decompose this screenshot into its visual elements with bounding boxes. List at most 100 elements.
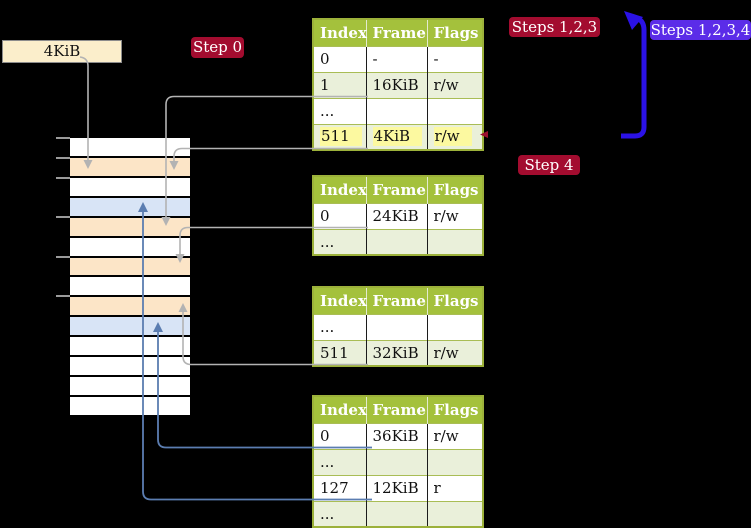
flags-cell: r: [426, 474, 483, 501]
table-row: ...: [313, 228, 483, 255]
step4-badge: Step 4: [518, 155, 580, 175]
memory-frame-row: [70, 355, 190, 376]
index-cell: ...: [313, 500, 366, 527]
table-row: 0 - -: [313, 45, 483, 72]
memory-frame-row: [70, 235, 190, 256]
memory-frame-row: [70, 394, 190, 415]
flags-cell: r/w: [426, 202, 483, 229]
table-header-row: Index Frame Flags: [313, 176, 483, 203]
col-header-index: Index: [313, 19, 367, 46]
index-cell: 1: [313, 71, 366, 98]
steps-123-badge: Steps 1,2,3: [509, 17, 600, 37]
frame-cell: [365, 500, 427, 527]
index-cell: 511: [313, 123, 366, 150]
flags-cell: r/w: [426, 422, 483, 449]
memory-tick: [56, 295, 70, 297]
flags-cell: r/w: [426, 71, 483, 98]
page-table-0: Index Frame Flags 0 - - 1 16KiB r/w ... …: [312, 18, 484, 151]
index-cell: 0: [313, 202, 366, 229]
memory-frame-row: [70, 295, 190, 316]
table-row: 0 24KiB r/w: [313, 202, 483, 229]
table-row: ...: [313, 500, 483, 527]
table-row-highlighted: 511 4KiB r/w: [313, 123, 483, 150]
table-row: 127 12KiB r: [313, 474, 483, 501]
memory-frame-row: [70, 195, 190, 216]
col-header-frame: Frame: [365, 19, 427, 46]
page-size-label: 4KiB: [2, 40, 122, 63]
page-table-1: Index Frame Flags 0 24KiB r/w ...: [312, 175, 484, 256]
arrowhead-up-left-icon: [624, 11, 643, 30]
col-header-flags: Flags: [426, 176, 483, 203]
memory-frame-row: [70, 315, 190, 336]
table-row: 0 36KiB r/w: [313, 422, 483, 449]
table-row: ...: [313, 448, 483, 475]
frame-cell: 4KiB: [365, 123, 427, 150]
index-cell: 127: [313, 474, 366, 501]
steps-flow-arrow-line: [621, 15, 647, 139]
memory-frame-row: [70, 275, 190, 296]
memory-tick: [56, 177, 70, 179]
table-row: ...: [313, 313, 483, 340]
memory-frame-row: [70, 215, 190, 236]
frame-cell: 16KiB: [365, 71, 427, 98]
index-cell: 0: [313, 422, 366, 449]
memory-frame-row: [70, 335, 190, 356]
table-row: 1 16KiB r/w: [313, 71, 483, 98]
flags-cell: [426, 500, 483, 527]
flags-cell: [426, 313, 483, 340]
memory-frame-row: [70, 375, 190, 395]
col-header-flags: Flags: [426, 19, 483, 46]
memory-frame-row: [70, 255, 190, 276]
table-header-row: Index Frame Flags: [313, 19, 483, 46]
frame-cell: 36KiB: [365, 422, 427, 449]
flags-cell: r/w: [426, 339, 483, 366]
memory-tick: [56, 216, 70, 218]
highlight-span: 4KiB: [372, 127, 423, 147]
memory-frame-row: [70, 138, 190, 156]
page-table-2: Index Frame Flags ... 511 32KiB r/w: [312, 286, 484, 367]
col-header-index: Index: [313, 176, 367, 203]
index-cell: ...: [313, 228, 366, 255]
col-header-frame: Frame: [365, 176, 427, 203]
flags-cell: [426, 448, 483, 475]
table-row: 511 32KiB r/w: [313, 339, 483, 366]
steps-flow-arrow: [621, 11, 647, 139]
flags-cell: r/w: [426, 123, 483, 150]
physical-memory-column: [70, 138, 190, 415]
page-table-3: Index Frame Flags 0 36KiB r/w ... 127 12…: [312, 395, 484, 528]
table-row: ...: [313, 97, 483, 124]
index-cell: 511: [313, 339, 366, 366]
index-cell: ...: [313, 448, 366, 475]
flags-cell: [426, 228, 483, 255]
flags-cell: -: [426, 45, 483, 72]
col-header-flags: Flags: [426, 396, 483, 423]
index-cell: ...: [313, 97, 366, 124]
frame-cell: 32KiB: [365, 339, 427, 366]
frame-cell: 24KiB: [365, 202, 427, 229]
highlight-span: r/w: [433, 127, 472, 147]
steps-1234-badge: Steps 1,2,3,4: [650, 20, 751, 40]
memory-tick: [56, 157, 70, 159]
index-cell: 0: [313, 45, 366, 72]
frame-cell: [365, 448, 427, 475]
col-header-frame: Frame: [365, 287, 427, 314]
memory-tick: [56, 256, 70, 258]
step0-badge: Step 0: [191, 37, 244, 58]
table-header-row: Index Frame Flags: [313, 396, 483, 423]
highlight-span: 511: [320, 127, 362, 147]
col-header-flags: Flags: [426, 287, 483, 314]
index-cell: ...: [313, 313, 366, 340]
col-header-index: Index: [313, 396, 367, 423]
memory-tick: [56, 137, 70, 139]
flags-cell: [426, 97, 483, 124]
table-header-row: Index Frame Flags: [313, 287, 483, 314]
memory-frame-row: [70, 175, 190, 196]
frame-cell: -: [365, 45, 427, 72]
frame-cell: [365, 228, 427, 255]
col-header-frame: Frame: [365, 396, 427, 423]
frame-cell: 12KiB: [365, 474, 427, 501]
memory-frame-row: [70, 155, 190, 176]
frame-cell: [365, 313, 427, 340]
col-header-index: Index: [313, 287, 367, 314]
frame-cell: [365, 97, 427, 124]
